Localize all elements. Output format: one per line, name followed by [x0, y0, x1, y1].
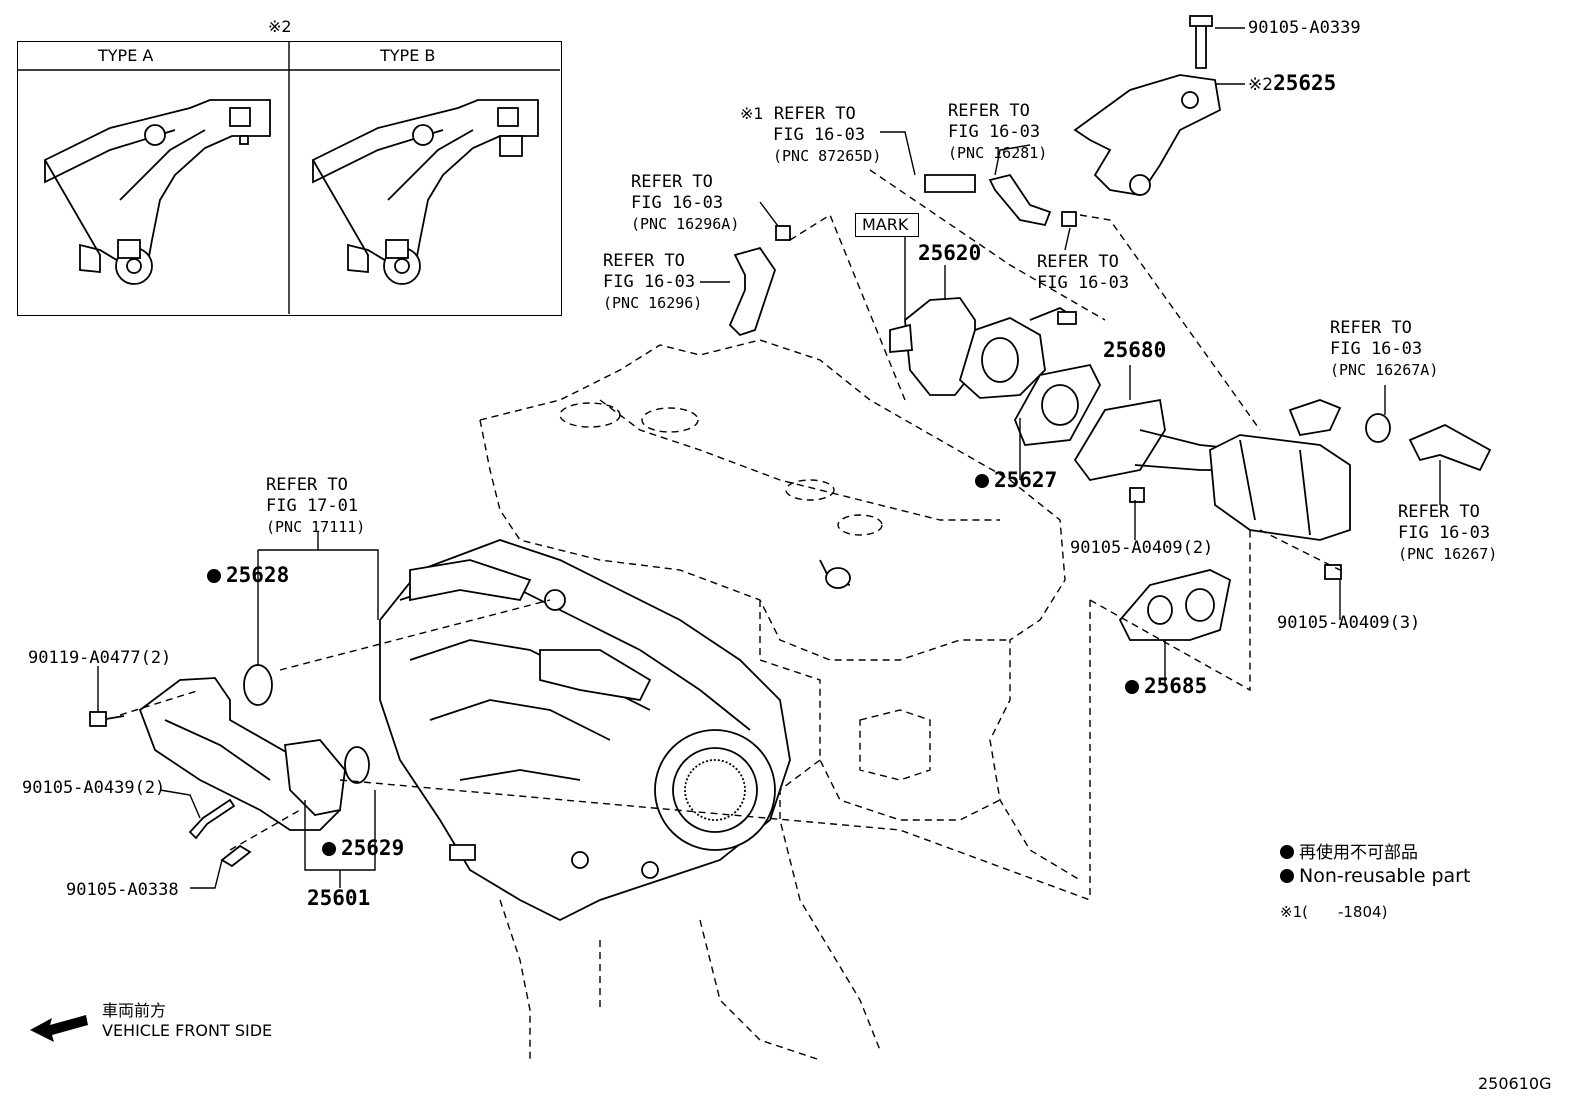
bracket-type-a-drawing: [43, 99, 271, 285]
ref-pnc-16296: REFER TO FIG 16-03 (PNC 16296): [603, 251, 702, 314]
clip-top-drawing: [1061, 211, 1077, 227]
non-reusable-dot-icon: [322, 842, 336, 856]
ref-line-1: REFER TO: [631, 172, 713, 192]
gasket-25685-drawing: [1118, 569, 1232, 641]
part-25685-number: 25685: [1144, 674, 1208, 698]
ref-line-3: (PNC 16296): [603, 294, 703, 312]
part-25625-marker: ※2: [1248, 75, 1274, 95]
part-25629: 25629: [322, 838, 404, 859]
ref-pnc-16267: REFER TO FIG 16-03 (PNC 16267): [1398, 502, 1497, 565]
ref-line-2: FIG 16-03: [631, 193, 724, 213]
legend-note-value: ( -1804): [1302, 903, 1388, 921]
ref-line-2: FIG 16-03: [1037, 273, 1130, 293]
ref-line-2: FIG 16-03: [1398, 523, 1491, 543]
part-25628-number: 25628: [226, 563, 290, 587]
ref-line-1: REFER TO: [603, 251, 685, 271]
type-panel-marker: ※2: [268, 17, 292, 36]
part-90119-a0477: 90119-A0477(2): [28, 648, 172, 668]
part-90105-a0439: 90105-A0439(2): [22, 778, 166, 798]
part-25601: 25601: [307, 886, 371, 910]
legend-en: Non-reusable part: [1280, 866, 1470, 887]
ref-line-1: REFER TO: [1398, 502, 1480, 522]
legend-jp-text: 再使用不可部品: [1299, 843, 1418, 863]
gasket-25627-drawing: [1014, 363, 1102, 446]
leader-lines: [97, 27, 1441, 889]
ref-line-1: REFER TO: [773, 104, 856, 124]
legend-jp: 再使用不可部品: [1280, 843, 1418, 864]
non-reusable-dot-icon: [1280, 869, 1294, 883]
legend-en-text: Non-reusable part: [1299, 865, 1471, 887]
ref-line-2: FIG 17-01: [266, 496, 359, 516]
clip-16296a-drawing: [775, 225, 791, 241]
part-25625-number: 25625: [1273, 71, 1337, 95]
bolt-cooler-drawing: [1324, 564, 1342, 580]
part-25625: ※225625: [1248, 73, 1336, 96]
ref-line-3: (PNC 16267A): [1330, 361, 1439, 379]
non-reusable-dot-icon: [975, 474, 989, 488]
non-reusable-dot-icon: [1125, 680, 1139, 694]
ref-pnc-17111: REFER TO FIG 17-01 (PNC 17111): [266, 475, 365, 538]
ref-line-3: (PNC 87265D): [773, 147, 882, 165]
ref-pnc-87265d: ※1 REFER TO FIG 16-03 (PNC 87265D): [740, 103, 881, 167]
fitting-87265d-drawing: [924, 174, 976, 193]
part-90105-a0338: 90105-A0338: [66, 880, 179, 900]
legend-note-marker: ※1: [1280, 903, 1303, 921]
ref-line-2: FIG 16-03: [1330, 339, 1423, 359]
mark-label: MARK: [862, 215, 909, 234]
direction-jp: 車両前方: [102, 1001, 167, 1020]
type-a-label: TYPE A: [98, 46, 154, 65]
ref-line-2: FIG 16-03: [773, 125, 866, 145]
part-90105-a0339: 90105-A0339: [1248, 18, 1361, 38]
front-arrow-icon: [30, 1015, 88, 1042]
sensor-bracket-drawing: [89, 664, 370, 868]
figure-code: 250610G: [1478, 1074, 1552, 1093]
ref-pnc-16281: REFER TO FIG 16-03 (PNC 16281): [948, 101, 1047, 164]
part-25680: 25680: [1103, 338, 1167, 362]
engine-outline: [479, 339, 1081, 1061]
bracket-type-b-drawing: [311, 99, 539, 285]
ref-line-2: FIG 16-03: [948, 122, 1041, 142]
part-25628: 25628: [207, 565, 289, 586]
non-reusable-dot-icon: [1280, 845, 1294, 859]
part-90105-a0409-3: 90105-A0409(3): [1277, 613, 1421, 633]
type-panel: [17, 41, 562, 316]
part-25629-number: 25629: [341, 836, 405, 860]
egr-pipe-drawing: [1073, 398, 1251, 481]
ref-line-1: REFER TO: [1037, 252, 1119, 272]
part-90105-a0409-2: 90105-A0409(2): [1070, 538, 1214, 558]
ref-marker: ※1: [740, 104, 764, 123]
ref-pnc-16296a: REFER TO FIG 16-03 (PNC 16296A): [631, 172, 739, 235]
non-reusable-dot-icon: [207, 569, 221, 583]
ref-line-1: REFER TO: [1330, 318, 1412, 338]
egr-valve-drawing: [889, 297, 1077, 399]
ref-fig-16-03: REFER TO FIG 16-03: [1037, 252, 1129, 294]
ref-line-2: FIG 16-03: [603, 272, 696, 292]
bolt-25680-drawing: [1129, 487, 1145, 503]
hose-16296-drawing: [728, 246, 776, 337]
ref-line-3: (PNC 16296A): [631, 215, 740, 233]
hose-16281-drawing: [988, 173, 1052, 227]
ref-line-1: REFER TO: [266, 475, 348, 495]
ref-line-3: (PNC 16281): [948, 144, 1048, 162]
legend-note: ※1( -1804): [1280, 902, 1387, 923]
alignment-lines: [119, 169, 1341, 901]
ref-pnc-16267a: REFER TO FIG 16-03 (PNC 16267A): [1330, 318, 1438, 381]
direction-en: VEHICLE FRONT SIDE: [102, 1021, 273, 1040]
type-b-label: TYPE B: [380, 46, 436, 65]
ref-line-3: (PNC 16267): [1398, 545, 1498, 563]
part-25627-number: 25627: [994, 468, 1058, 492]
part-25620: 25620: [918, 241, 982, 265]
ref-line-3: (PNC 17111): [266, 518, 366, 536]
mark-box: [855, 213, 919, 237]
part-25685: 25685: [1125, 676, 1207, 697]
intake-manifold-drawing: [379, 539, 791, 922]
part-25627: 25627: [975, 470, 1057, 491]
egr-cooler-drawing: [1209, 399, 1492, 541]
ref-line-1: REFER TO: [948, 101, 1030, 121]
bracket-25625-drawing: [1073, 15, 1221, 196]
